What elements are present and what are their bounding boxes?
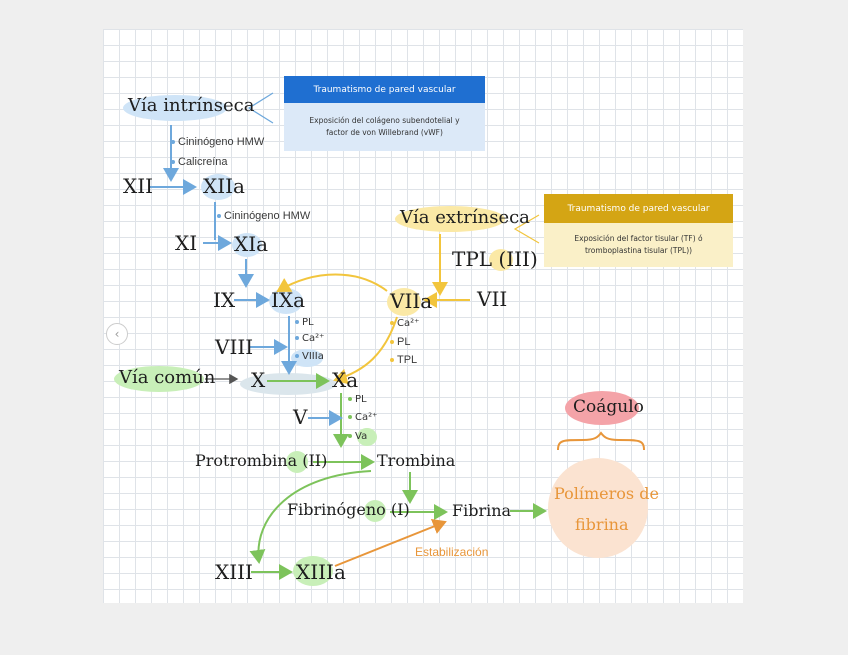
intrinsic-cofactor-kininogen-2: Cininógeno HMW	[217, 211, 310, 222]
thrombin: Trombina	[377, 451, 456, 470]
factor-ixa: IXa	[271, 288, 306, 312]
intrinsic-box-header: Traumatismo de pared vascular	[284, 76, 485, 103]
intrinsic-callout-connector	[247, 92, 274, 124]
factor-xi: XI	[175, 231, 198, 255]
x-highlight	[240, 373, 336, 395]
prev-slide-button[interactable]: ‹	[106, 323, 128, 345]
extrinsic-box-header: Traumatismo de pared vascular	[544, 194, 733, 223]
prothrombin: Protrombina (II)	[195, 451, 328, 470]
fibrin-polymers-line-1: Polímeros de	[554, 484, 659, 503]
common-pathway-title: Vía común	[119, 367, 216, 388]
factor-xa: Xa	[332, 368, 359, 392]
connectors-layer	[114, 92, 648, 586]
diagram-canvas: Traumatismo de pared vascular Exposición…	[103, 29, 743, 603]
extrinsic-box-line-1: Exposición del factor tisular (TF) ó	[574, 234, 703, 243]
factor-ix: IX	[213, 288, 236, 312]
intrinsic-title-highlight	[123, 95, 227, 121]
extrinsic-callout-connector	[513, 214, 540, 244]
fibrin-polymers-line-2: fibrina	[575, 515, 629, 534]
intrinsic-box-line-1: Exposición del colágeno subendotelial y	[309, 116, 460, 125]
viia-cofactor-ca: Ca²⁺	[390, 319, 419, 329]
factor-xiiia: XIIIa	[296, 560, 346, 584]
tpl-factor: TPL (III)	[452, 247, 538, 271]
stabilization-label: Estabilización	[415, 545, 489, 559]
fibrinogen: Fibrinógeno (I)	[287, 500, 410, 519]
factor-viii: VIII	[215, 335, 254, 359]
viia-cofactor-tpl: TPL	[390, 355, 417, 366]
xiia-highlight	[201, 174, 235, 200]
factor-xiia: XIIa	[203, 174, 245, 198]
factor-xiii: XIII	[215, 560, 253, 584]
clot-brace	[557, 431, 645, 451]
viia-cofactor-pl: PL	[390, 337, 410, 348]
ixa-cofactor-pl: PL	[295, 318, 314, 328]
common-title-highlight	[114, 366, 204, 392]
intrinsic-cofactor-kininogen: Cininógeno HMW	[171, 137, 264, 148]
arrow-thrombin-to-xiiia	[249, 470, 372, 564]
fibrinogen-i-highlight	[364, 500, 386, 522]
xa-cofactor-pl: PL	[348, 395, 367, 405]
extrinsic-box-line-2: tromboplastina tisular (TPL))	[584, 246, 693, 255]
extrinsic-title-highlight	[395, 206, 505, 232]
intrinsic-box-body: Exposición del colágeno subendotelial y …	[284, 103, 485, 151]
factor-vii: VII	[477, 287, 508, 311]
xiiia-highlight	[293, 556, 333, 586]
xia-highlight	[232, 233, 262, 257]
intrinsic-cofactor-kallikrein: Calicreína	[171, 157, 228, 168]
factor-viia: VIIa	[390, 289, 433, 313]
ixa-cofactor-ca: Ca²⁺	[295, 334, 324, 344]
clot-title-highlight	[565, 391, 639, 425]
clot-title: Coágulo	[573, 397, 644, 417]
factor-xii: XII	[123, 174, 154, 198]
extrinsic-box-body: Exposición del factor tisular (TF) ó tro…	[544, 223, 733, 267]
prothrombin-ii-highlight	[286, 451, 308, 473]
xa-cofactor-va: Va	[348, 432, 367, 442]
viiia-highlight	[291, 349, 323, 367]
arrow-viia-to-ixa	[276, 273, 388, 293]
intrinsic-pathway-title: Vía intrínseca	[128, 95, 255, 116]
ixa-cofactor-viiia: VIIIa	[295, 352, 324, 362]
factor-v: V	[293, 405, 308, 429]
arrow-viia-to-xa	[333, 316, 398, 385]
extrinsic-pathway-title: Vía extrínseca	[400, 207, 530, 228]
intrinsic-box-line-2: factor de von Willebrand (vWF)	[326, 128, 443, 137]
factor-x: X	[251, 368, 266, 392]
tpl-iii-highlight	[489, 249, 513, 271]
viia-highlight	[387, 288, 421, 316]
fibrin: Fibrina	[452, 501, 512, 520]
arrow-xiiia-to-fibrin	[334, 519, 447, 567]
va-highlight	[357, 428, 377, 446]
ixa-highlight	[269, 288, 303, 314]
fibrin-polymers-bubble	[548, 458, 648, 558]
factor-xia: XIa	[234, 232, 269, 256]
xa-cofactor-ca: Ca²⁺	[348, 413, 377, 423]
